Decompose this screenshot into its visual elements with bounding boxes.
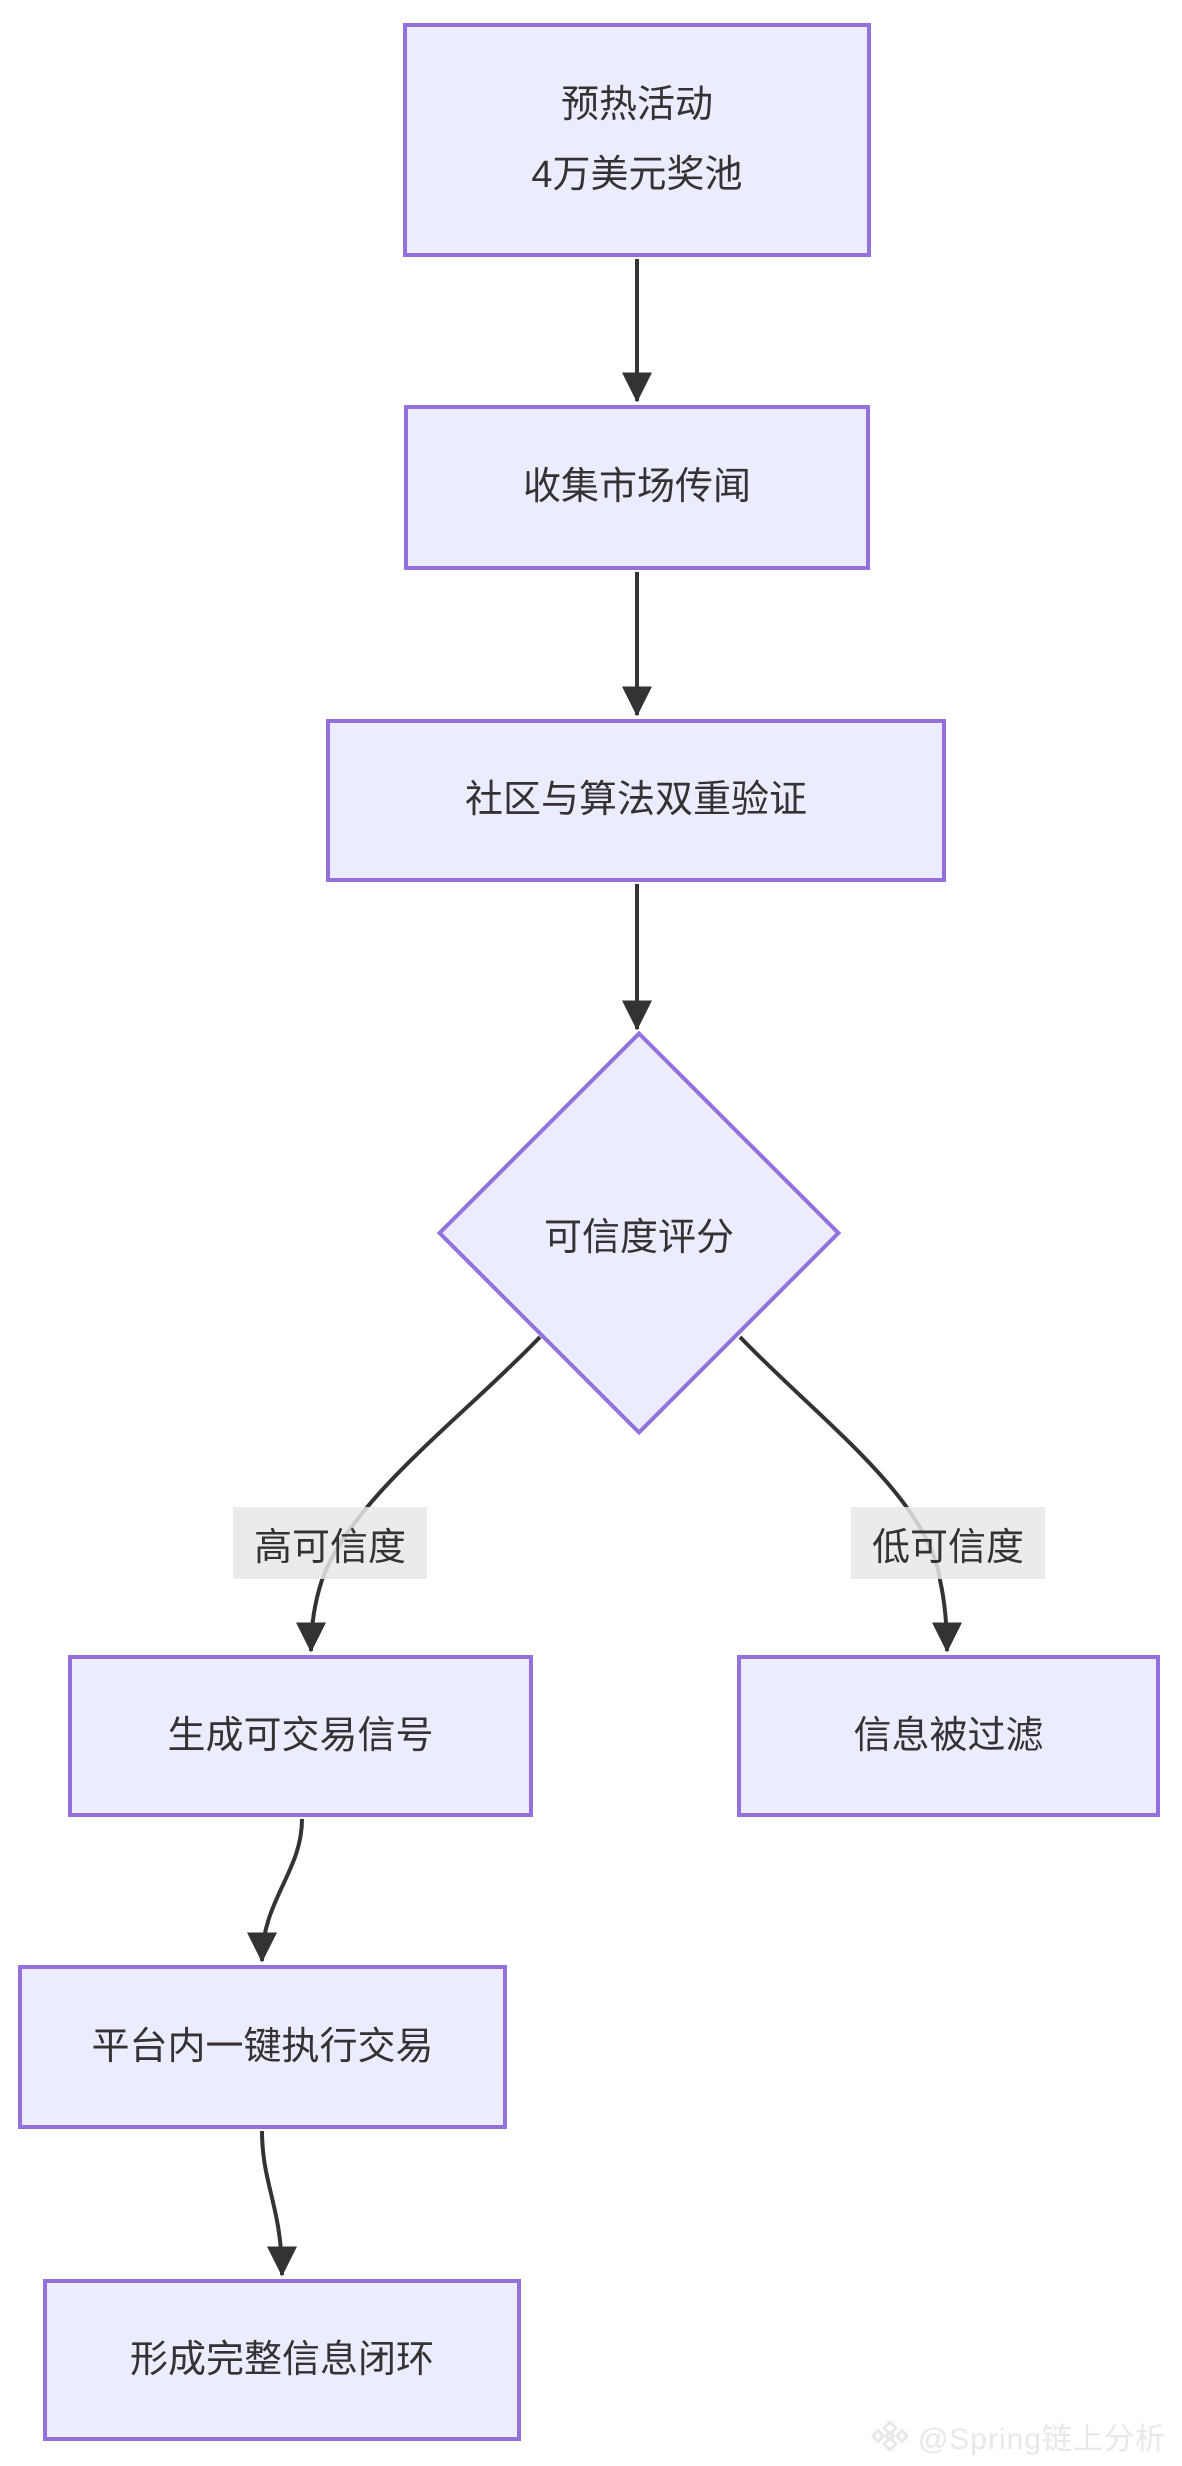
node-filtered-label: 信息被过滤: [853, 1714, 1044, 1757]
edge-label-low-credibility: 低可信度: [851, 1507, 1045, 1579]
node-signal-label: 生成可交易信号: [167, 1714, 434, 1757]
node-warmup-line1: 预热活动: [560, 83, 713, 126]
node-loop-label: 形成完整信息闭环: [129, 2338, 434, 2381]
gem-logo-icon: [871, 2420, 909, 2452]
edge-signal-to-execute: [247, 1818, 304, 1963]
node-warmup: 预热活动 4万美元奖池: [403, 23, 871, 257]
node-warmup-line2: 4万美元奖池: [531, 154, 743, 196]
node-collect-label: 收集市场传闻: [522, 466, 751, 509]
edge-label-high-credibility: 高可信度: [233, 1507, 427, 1579]
node-verify-label: 社区与算法双重验证: [464, 779, 807, 822]
node-filtered: 信息被过滤: [737, 1655, 1160, 1817]
watermark: @Spring链上分析: [870, 2414, 1166, 2458]
node-execute-label: 平台内一键执行交易: [91, 2025, 434, 2068]
edge-score-to-filtered: [738, 1335, 962, 1653]
node-verify: 社区与算法双重验证: [326, 719, 946, 882]
node-score-label: 可信度评分: [543, 1216, 734, 1259]
node-signal: 生成可交易信号: [68, 1655, 533, 1817]
watermark-text: @Spring链上分析: [917, 2423, 1166, 2456]
edge-execute-to-loop: [260, 2130, 297, 2277]
node-execute: 平台内一键执行交易: [18, 1965, 507, 2129]
node-loop: 形成完整信息闭环: [43, 2279, 521, 2441]
node-collect: 收集市场传闻: [404, 405, 870, 570]
edge-score-to-signal: [296, 1335, 542, 1653]
